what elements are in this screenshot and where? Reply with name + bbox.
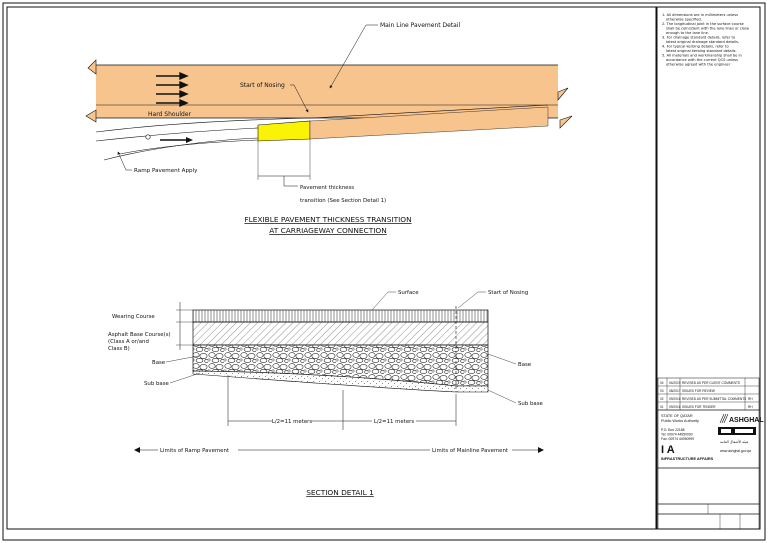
rev-cell: 04/2019 (669, 381, 681, 385)
sub-base-right-label: Sub base (518, 401, 544, 407)
fax: Fax: 00974 44950999 (661, 437, 694, 441)
ashghal-logo: ASHGHAL (718, 413, 764, 424)
sub-base-layer (192, 370, 489, 393)
asphalt-label-3: Class B) (108, 346, 130, 352)
asphalt-label-2: (Class A or/and (108, 339, 149, 345)
section-title: SECTION DETAIL 1 (306, 488, 374, 497)
rev-cell: RH (748, 405, 753, 409)
limits-ramp-label: Limits of Ramp Pavement (160, 448, 229, 454)
sheet-number-box (657, 513, 760, 530)
rev-cell: 04 (660, 381, 664, 385)
plan-title-line1: FLEXIBLE PAVEMENT THICKNESS TRANSITION (244, 215, 411, 224)
base-right-label: Base (518, 362, 532, 368)
start-nosing-label: Start of Nosing (240, 82, 285, 89)
rev-cell: 09/2016 (669, 405, 681, 409)
note-line: otherwise agreed with the engineer (666, 63, 731, 67)
rev-cell: 02 (660, 397, 664, 401)
website: www.ashghal.gov.qa (720, 449, 751, 453)
rev-cell: REVISED AS PER SUBMITTAL COMMENTS (682, 397, 746, 401)
mainline-pavement (96, 65, 558, 118)
drawing-frame (6, 6, 657, 530)
note-line: 1. All dimensions are in millimeters unl… (662, 13, 738, 17)
plan-view: Hard Shoulder Main Line Pavement Detail … (85, 22, 573, 235)
ramp-apply-label: Ramp Pavement Apply (134, 168, 198, 174)
main-line-label: Main Line Pavement Detail (380, 22, 461, 29)
rev-cell: 03 (660, 389, 664, 393)
surface-label: Surface (398, 290, 419, 296)
pavement-thickness-label-2: transition (See Section Detail 1) (300, 198, 386, 204)
hard-shoulder-label: Hard Shoulder (148, 111, 192, 118)
note-line: accordance with the current QCS unless (666, 58, 738, 62)
note-line: shall be coincident with the lane lines … (666, 27, 750, 31)
ramp-edge-upper (95, 104, 549, 133)
rev-cell: 09/2016 (669, 397, 681, 401)
ia-logo: I A (661, 444, 675, 456)
rev-cell: RH (748, 397, 753, 401)
title-block: 1. All dimensions are in millimeters unl… (657, 13, 764, 530)
rev-cell: ISSUED FOR REVIEW (682, 389, 715, 393)
note-line: 2. The longitudinal joint in the surface… (662, 22, 744, 26)
po-box: P.O. Box 22188 (661, 428, 685, 432)
ashghal-logo-2 (718, 427, 756, 435)
authority-line2: Public Works Authority (661, 419, 699, 423)
dim-left-label: L/2=11 meters (272, 419, 313, 425)
note-line: 3. For drainage standard details, refer … (662, 36, 735, 40)
wearing-course-label: Wearing Course (112, 314, 155, 320)
break-symbol-right (557, 87, 569, 101)
note-line: otherwise specified. (666, 18, 702, 22)
limits-mainline-label: Limits of Mainline Pavement (432, 448, 508, 454)
rev-cell: ISSUED FOR TENDER (682, 405, 716, 409)
asphalt-base-layer (192, 321, 489, 346)
rev-cell: 01 (660, 405, 664, 409)
tel: Tel: 00974 44950000 (661, 433, 693, 437)
dim-right-label: L/2=11 meters (374, 419, 415, 425)
note-line: 5. All materials and workmanship shall b… (662, 54, 742, 58)
note-line: enough to the lane line. (666, 31, 709, 35)
authority-line1: STATE OF QATAR (661, 414, 693, 418)
general-notes: 1. All dimensions are in millimeters unl… (662, 13, 750, 67)
section-start-nosing-label: Start of Nosing (488, 290, 528, 296)
ramp-merge-area (309, 106, 549, 140)
asphalt-label-1: Asphalt Base Course(s) (108, 332, 171, 338)
sub-base-left-label: Sub base (144, 381, 170, 387)
rev-cell: 08/2017 (669, 389, 681, 393)
note-line: 4. For typical kerbing details, refer to (662, 45, 729, 49)
rev-cell: REVISED AS PER CLIENT COMMENTS (682, 381, 740, 385)
note-line: latest original kerbing standard details… (666, 49, 737, 53)
note-line: latest original drainage standard detail… (666, 40, 739, 44)
revision-table: 04 04/2019 REVISED AS PER CLIENT COMMENT… (657, 377, 760, 411)
break-symbol-left (87, 59, 97, 75)
authority-block: STATE OF QATAR Public Works Authority P.… (657, 409, 764, 469)
base-left-label: Base (152, 360, 166, 366)
pavement-thickness-label-1: Pavement thickness (300, 185, 354, 191)
arabic-name: هيئة الأشغال العامة (720, 438, 748, 444)
ashghal-wordmark: ASHGHAL (729, 417, 764, 424)
wearing-course-layer (192, 309, 489, 323)
section-view: L/2=11 meters L/2=11 meters Limits of Ra… (108, 290, 544, 497)
traffic-arrows (156, 71, 189, 108)
ramp-edge-lower (103, 137, 312, 161)
plan-title-line2: AT CARRIAGEWAY CONNECTION (269, 226, 387, 235)
dept-name: INFRASTRUCTURE AFFAIRS (661, 457, 714, 461)
